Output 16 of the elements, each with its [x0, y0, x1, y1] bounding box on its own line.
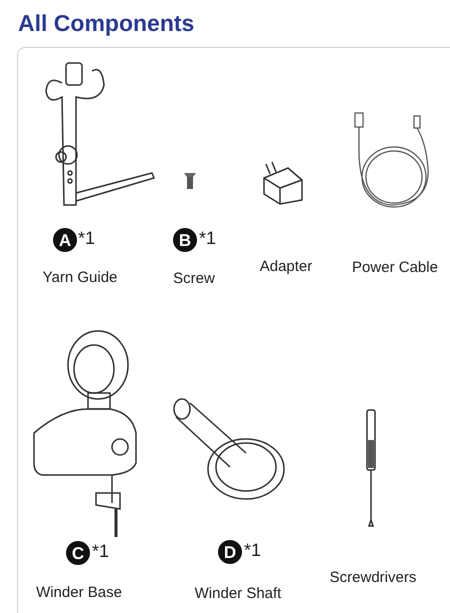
part-letter: A — [53, 228, 77, 252]
part-name: Power Cable — [352, 260, 438, 275]
part-name: Winder Shaft — [194, 586, 282, 601]
part-letter: D — [218, 540, 242, 564]
quantity-text: *1 — [78, 229, 96, 247]
part-letter: C — [66, 541, 90, 565]
part-name: Screwdrivers — [330, 570, 416, 585]
part-name: Screw — [173, 271, 215, 286]
quantity-text: *1 — [92, 542, 110, 560]
part-name: Winder Base — [36, 585, 122, 600]
page-title: All Components — [18, 10, 194, 37]
quantity-text: *1 — [244, 541, 262, 559]
quantity-text: *1 — [199, 229, 216, 247]
part-letter: B — [173, 228, 197, 252]
part-name: Yarn Guide — [42, 270, 118, 285]
part-name: Adapter — [260, 259, 312, 274]
